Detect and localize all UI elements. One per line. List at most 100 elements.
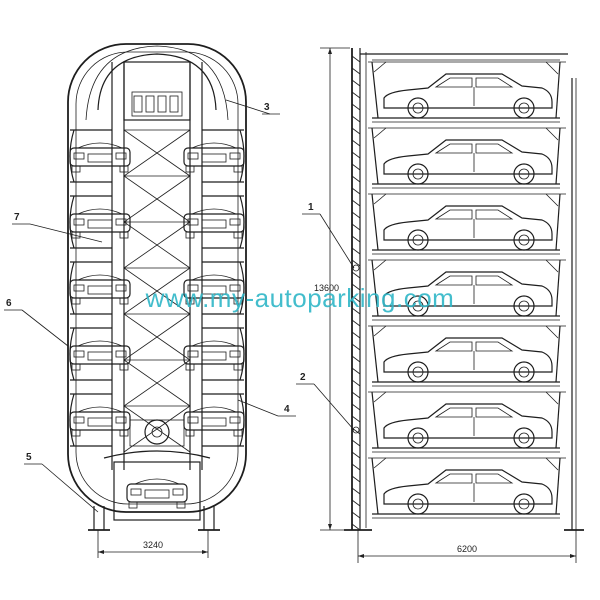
car-wheel (513, 361, 535, 383)
car-hub (412, 432, 424, 444)
car-front-body (69, 345, 131, 365)
pallet-stay (545, 259, 559, 273)
car-hub (518, 168, 530, 180)
car-side-body (383, 403, 553, 439)
car-grille (201, 153, 227, 163)
car-headlight (187, 350, 199, 358)
car-wheel (176, 501, 186, 509)
pallet-left (69, 327, 131, 381)
car-headlight (229, 350, 241, 358)
car-front-body (183, 345, 245, 365)
mast-brace (351, 379, 361, 387)
mast-brace (351, 343, 361, 351)
car-headlight (187, 284, 199, 292)
car-wheel (407, 163, 429, 185)
side-pallet (368, 391, 566, 453)
callout-1: 1 (302, 202, 355, 269)
car-headlight (115, 218, 127, 226)
car-window (475, 275, 514, 286)
pallet-stay (545, 193, 559, 207)
mast-brace (351, 163, 361, 171)
mast-brace (351, 223, 361, 231)
car-headlight (229, 416, 241, 424)
hanger-arm (555, 391, 561, 449)
mast-brace (351, 391, 361, 399)
hanger-arm (555, 259, 561, 317)
car-hub (412, 168, 424, 180)
lattice-brace (123, 221, 191, 269)
mast-brace (351, 403, 361, 411)
dimension-total-height: 13600 (314, 47, 350, 531)
car-headlight (187, 152, 199, 160)
mast-brace (351, 187, 361, 195)
mast-brace (351, 55, 361, 63)
car-window (475, 407, 514, 418)
pallet-right (183, 393, 245, 447)
car-wheel (407, 493, 429, 515)
pallet-stay (545, 391, 559, 405)
car-headlight (73, 416, 85, 424)
mast-brace (351, 175, 361, 183)
hanger-arm (371, 193, 379, 251)
car-window (475, 209, 514, 220)
motor-segment (157, 95, 167, 113)
car-side-body (383, 73, 553, 109)
pallet-right (183, 327, 245, 381)
entry-bay (113, 461, 201, 521)
car-hub (518, 498, 530, 510)
mast-brace (351, 415, 361, 423)
lattice-brace (123, 267, 191, 315)
car-wheel (233, 363, 243, 371)
mast-brace (351, 499, 361, 507)
car-wheel (513, 163, 535, 185)
svg-text:3: 3 (264, 102, 270, 113)
car-headlight (73, 152, 85, 160)
car-wheel (513, 493, 535, 515)
car-wheel (407, 361, 429, 383)
lattice-brace (123, 175, 191, 223)
car-wheel (119, 429, 129, 437)
hanger-arm (555, 325, 561, 383)
car-window (475, 77, 514, 88)
mast-brace (351, 127, 361, 135)
car-hub (518, 300, 530, 312)
car-wheel (185, 363, 195, 371)
car-front-body (183, 279, 245, 299)
car-roof (191, 142, 237, 149)
car-window (434, 209, 473, 220)
car-headlight (187, 218, 199, 226)
hanger-arm (371, 391, 379, 449)
car-front-body (183, 213, 245, 233)
motor-segment (133, 95, 143, 113)
car-wheel (233, 429, 243, 437)
car-wheel (513, 97, 535, 119)
car-window (434, 275, 473, 286)
car-wheel (233, 231, 243, 239)
car-wheel (407, 295, 429, 317)
mast-brace (351, 271, 361, 279)
car-grille (87, 153, 113, 163)
car-front-body (69, 147, 131, 167)
lattice-brace (123, 129, 191, 177)
car-wheel (407, 97, 429, 119)
car-headlight (130, 488, 142, 496)
car-hub (518, 102, 530, 114)
car-headlight (172, 488, 184, 496)
front-width-label: 3240 (143, 540, 163, 550)
car-window (434, 77, 473, 88)
side-pallet (368, 127, 566, 189)
mast-brace (351, 139, 361, 147)
car-wheel (407, 229, 429, 251)
mast-brace (351, 475, 361, 483)
car-roof (77, 406, 123, 413)
motor-segment (145, 95, 155, 113)
car-roof (134, 478, 180, 485)
car-hub (412, 366, 424, 378)
dimension-side-length: 6200 (357, 530, 577, 563)
mast-brace (351, 451, 361, 459)
car-wheel (71, 363, 81, 371)
mast-brace (351, 523, 361, 531)
pallet-stay (373, 325, 387, 337)
car-front-body (183, 411, 245, 431)
mast-brace (351, 355, 361, 363)
